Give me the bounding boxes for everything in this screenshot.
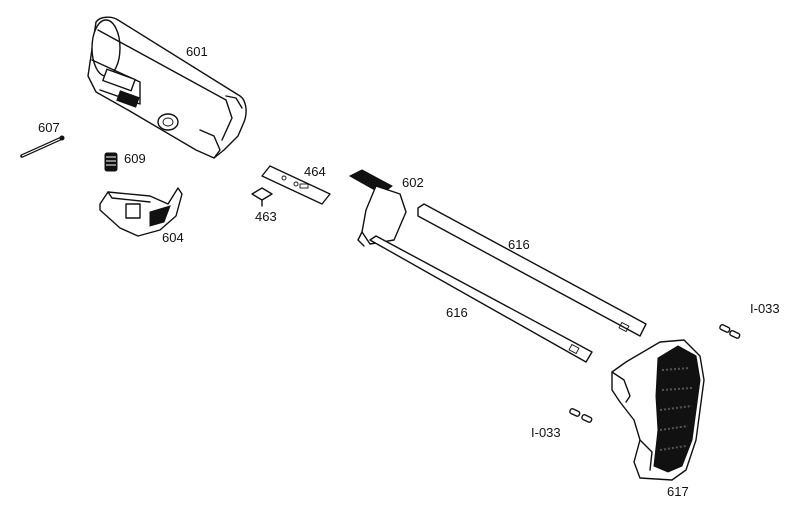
label-616-lower: 616 (446, 305, 468, 320)
part-607-pin (20, 135, 65, 158)
part-602-frame (348, 169, 407, 247)
part-616-rod-lower (369, 235, 593, 363)
label-604: 604 (162, 230, 184, 245)
part-616-rod-upper (417, 203, 647, 337)
label-463: 463 (255, 209, 277, 224)
label-616-upper: 616 (508, 237, 530, 252)
label-I-033-right: I-033 (750, 301, 780, 316)
part-I-033-pins-lower (569, 408, 593, 423)
part-463-clip (251, 187, 273, 207)
part-617-buttstock (611, 339, 705, 481)
part-464-plate (261, 165, 331, 205)
part-I-033-pins-right (719, 324, 741, 339)
label-I-033-lower: I-033 (531, 425, 561, 440)
label-602: 602 (402, 175, 424, 190)
label-617: 617 (667, 484, 689, 499)
part-604-latch (99, 187, 183, 237)
part-601-housing (87, 16, 247, 159)
part-609-spring (104, 152, 118, 172)
label-609: 609 (124, 151, 146, 166)
label-607: 607 (38, 120, 60, 135)
label-464: 464 (304, 164, 326, 179)
label-601: 601 (186, 44, 208, 59)
